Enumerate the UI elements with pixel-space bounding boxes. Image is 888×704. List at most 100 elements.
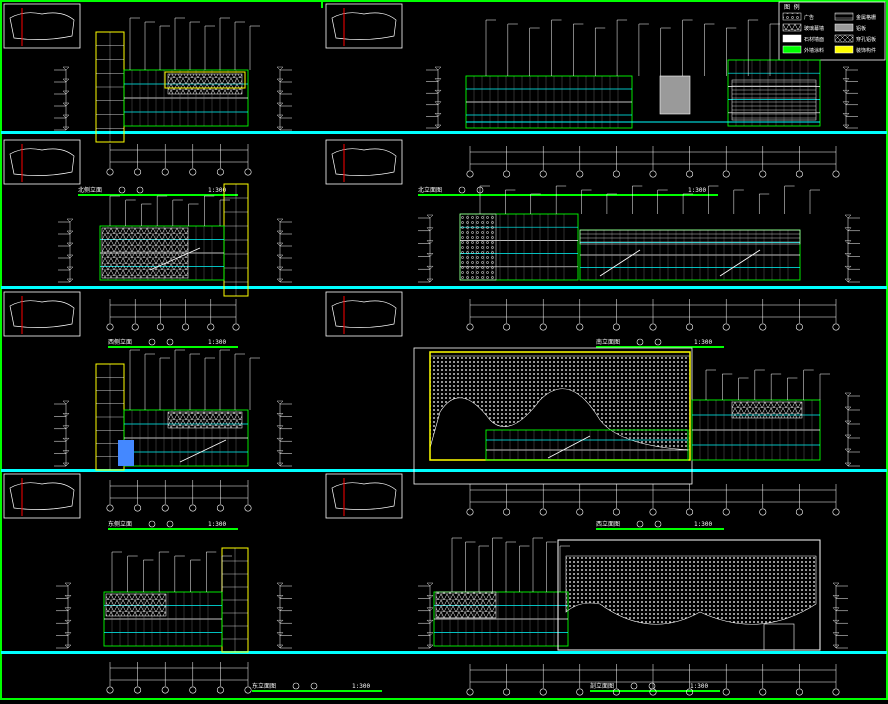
level-markers [842,66,858,129]
legend-item-label: 铝板 [856,25,866,32]
building-elevation [123,409,249,467]
caption-title: 东侧立面 [108,520,132,528]
band-1 [1,286,887,289]
water-feature [118,440,134,466]
axis-grid [466,484,840,516]
building-elevation [99,225,225,281]
legend-swatch [834,12,854,21]
drawing-caption: 北立面图 1:300 [418,186,718,196]
caption-scale: 1:300 [208,187,226,194]
level-markers [832,582,848,649]
caption-title: 北侧立面 [78,186,102,194]
level-markers [54,400,70,467]
drawing-caption: 东立面图 1:300 [252,682,382,692]
building-elevation [465,75,633,129]
level-markers [426,66,442,129]
stair-tower [221,547,249,653]
annotation-leaders [705,369,830,400]
annotation-leaders [479,185,820,214]
legend-swatch [834,45,854,54]
building-elevation [691,399,821,461]
axis-grid [106,480,252,512]
perforated-canopy [557,539,821,651]
legend-item-label: 广告 [804,14,814,21]
axis-grid [106,144,252,176]
key-plan-thumbnail [325,291,403,337]
legend-swatch [834,23,854,32]
drawing-caption: 南立面图 1:300 [596,338,724,348]
caption-scale: 1:300 [208,521,226,528]
legend-swatch [782,23,802,32]
level-markers [58,218,74,283]
legend-item-label: 装饰构件 [856,47,876,54]
row-divider-bands [1,131,887,654]
drawing-caption: 北侧立面 1:300 [78,186,238,196]
drawing-caption: 东侧立面 1:300 [108,520,238,530]
band-0 [1,131,887,134]
caption-scale: 1:300 [352,683,370,690]
caption-title: 东立面图 [252,682,276,690]
building-elevation [579,229,801,281]
key-plan-thumbnail [325,139,403,185]
annotation-leaders [485,19,780,76]
band-3 [1,651,887,654]
legend-item-label: 石材墙面 [804,36,824,43]
caption-title: 剖立面图 [590,682,614,690]
caption-scale: 1:300 [690,683,708,690]
axis-grid [466,664,840,696]
level-markers [54,66,70,131]
level-markers [276,66,292,131]
caption-title: 南立面图 [596,338,620,346]
caption-scale: 1:300 [688,187,706,194]
axis-grid [106,299,240,331]
annotation-leaders [129,17,260,70]
annotation-leaders [111,551,232,592]
building-elevation [727,59,821,127]
legend-item-label: 穿孔铝板 [856,36,876,43]
drawing-caption: 西侧立面 1:300 [108,338,238,348]
legend-item-label: 外墙涂料 [804,47,824,54]
stair-tower [95,31,125,143]
legend-item-label: 金属格栅 [856,14,876,21]
axis-grid [466,146,840,178]
caption-scale: 1:300 [208,339,226,346]
key-plan-thumbnail [325,3,403,49]
caption-title: 西侧立面 [108,338,132,346]
building-elevation [103,591,223,647]
legend-swatch [782,34,802,43]
level-markers [276,218,292,283]
building-elevation [485,429,689,461]
key-plan-thumbnail [3,139,81,185]
caption-scale: 1:300 [694,339,712,346]
axis-grid [106,662,252,694]
legend-item-label: 玻璃幕墙 [804,25,824,32]
band-2 [1,469,887,472]
level-markers [418,582,434,649]
caption-scale: 1:300 [694,521,712,528]
legend-swatch [782,12,802,21]
legend-swatch [834,34,854,43]
axis-grid [466,299,840,331]
level-markers [276,400,292,467]
legend-title: 图 例 [784,3,800,11]
legend-swatch [782,45,802,54]
building-elevation [459,213,579,281]
drawing-caption: 西立面图 1:300 [596,520,724,530]
building-elevation [123,69,249,127]
key-plan-thumbnail [3,291,81,337]
caption-title: 北立面图 [418,186,442,194]
level-markers [418,214,434,283]
annotation-leaders [129,349,260,410]
key-plan-thumbnail [3,473,81,519]
level-markers [844,392,860,467]
caption-title: 西立面图 [596,520,620,528]
stair-tower [223,183,249,297]
key-plan-thumbnail [325,473,403,519]
annotation-leaders [451,537,570,592]
annotation-leaders [109,195,230,226]
level-markers [56,582,72,649]
